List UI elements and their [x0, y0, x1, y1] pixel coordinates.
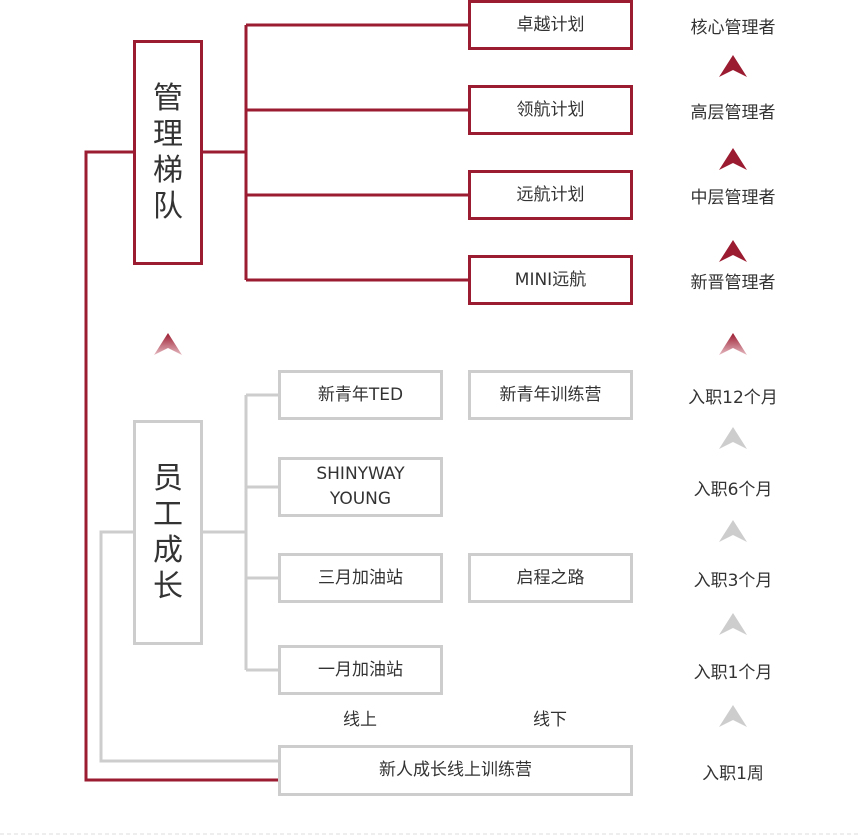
- arrow-up-icon: [719, 148, 747, 170]
- arrow-up-gradient-icon: [719, 333, 747, 355]
- stage-label: 入职3个月: [693, 571, 773, 591]
- growth-char: 成: [153, 532, 183, 568]
- arrow-up-grey-icon: [719, 520, 747, 542]
- level-label: 高层管理者: [690, 103, 776, 123]
- growth-char: 工: [153, 496, 183, 532]
- management-char: 理: [153, 116, 183, 152]
- arrow-up-grey-icon: [719, 705, 747, 727]
- online-box: SHINYWAY YOUNG: [278, 457, 443, 517]
- management-char: 管: [153, 80, 183, 116]
- stage-label: 入职1周: [702, 764, 764, 784]
- level-label: 新晋管理者: [690, 273, 776, 293]
- program-box: 领航计划: [468, 85, 633, 135]
- program-box: 卓越计划: [468, 0, 633, 50]
- growth-char: 员: [153, 460, 183, 496]
- growth-char: 长: [153, 568, 183, 604]
- online-label: 线上: [343, 710, 377, 730]
- online-box: 一月加油站: [278, 645, 443, 695]
- newcomer-camp-box: 新人成长线上训练营: [278, 745, 633, 796]
- program-box: 远航计划: [468, 170, 633, 220]
- online-box: 三月加油站: [278, 553, 443, 603]
- level-label: 中层管理者: [690, 188, 776, 208]
- management-column: 管 理 梯 队: [133, 40, 203, 265]
- offline-box: 新青年训练营: [468, 370, 633, 420]
- stage-label: 入职6个月: [693, 480, 773, 500]
- management-char: 梯: [153, 152, 183, 188]
- growth-column: 员 工 成 长: [133, 420, 203, 645]
- arrow-up-icon: [719, 240, 747, 262]
- offline-box: 启程之路: [468, 553, 633, 603]
- arrow-up-gradient-icon: [154, 333, 182, 355]
- stage-label: 入职1个月: [693, 663, 773, 683]
- offline-label: 线下: [533, 710, 567, 730]
- arrow-up-grey-icon: [719, 613, 747, 635]
- level-label: 核心管理者: [690, 18, 776, 38]
- stage-label: 入职12个月: [688, 388, 778, 408]
- arrow-up-icon: [719, 55, 747, 77]
- online-box: 新青年TED: [278, 370, 443, 420]
- management-char: 队: [153, 188, 183, 224]
- arrow-up-grey-icon: [719, 427, 747, 449]
- program-box: MINI远航: [468, 255, 633, 305]
